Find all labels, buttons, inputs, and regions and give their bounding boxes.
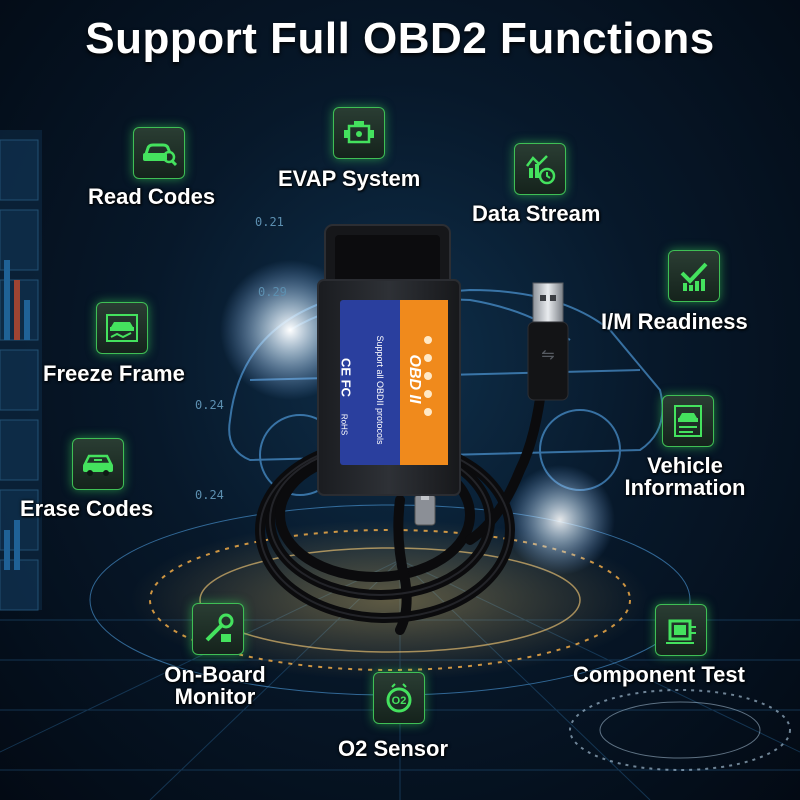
checkmark-chart-icon: [668, 250, 720, 302]
o2-sensor-icon: O2: [373, 672, 425, 724]
deco-number: 0.21: [255, 215, 284, 229]
svg-text:⇋: ⇋: [541, 345, 554, 364]
server-rack-left: [0, 130, 42, 611]
feature-label-data-stream: Data Stream: [472, 201, 601, 226]
page-title: Support Full OBD2 Functions: [85, 14, 715, 63]
adapter-side-text: Support all OBDII protocols: [375, 335, 385, 445]
feature-label-im-readiness: I/M Readiness: [601, 309, 748, 334]
feature-label-on-board-monitor: On-Board Monitor: [140, 664, 290, 708]
feature-label-freeze-frame: Freeze Frame: [43, 361, 185, 386]
component-icon: [655, 604, 707, 656]
chart-clock-icon: [514, 143, 566, 195]
adapter-cert-text: CE FC: [338, 358, 354, 397]
feature-label-o2-sensor: O2 Sensor: [338, 736, 449, 761]
feature-label-erase-codes: Erase Codes: [20, 496, 154, 521]
feature-label-line: Information: [624, 475, 746, 500]
wrench-monitor-icon: [192, 603, 244, 655]
svg-text:O2: O2: [392, 695, 407, 707]
usb-plug: ⇋: [527, 282, 569, 401]
feature-label-line: On-Board: [164, 662, 266, 687]
car-search-icon: [133, 127, 185, 179]
adapter-rohs-text: RoHS: [339, 413, 349, 436]
deco-number: 0.29: [258, 285, 287, 299]
feature-label-read-codes: Read Codes: [88, 184, 216, 209]
deco-number: 0.24: [195, 488, 224, 502]
feature-label-line: Vehicle: [647, 453, 723, 478]
floor-rings: [89, 504, 791, 771]
feature-label-evap-system: EVAP System: [278, 166, 421, 191]
feature-label-component-test: Component Test: [573, 662, 745, 687]
obd-adapter: [317, 224, 461, 496]
car-erase-icon: [72, 438, 124, 490]
lens-flare: [505, 465, 615, 575]
vehicle-info-icon: [662, 395, 714, 447]
feature-label-line: Monitor: [174, 684, 256, 709]
car-chart-icon: [96, 302, 148, 354]
engine-icon: [333, 107, 385, 159]
feature-label-vehicle-information: Vehicle Information: [610, 455, 760, 499]
deco-number: 0.24: [195, 398, 224, 412]
adapter-brand-text: OBD II: [406, 354, 423, 404]
